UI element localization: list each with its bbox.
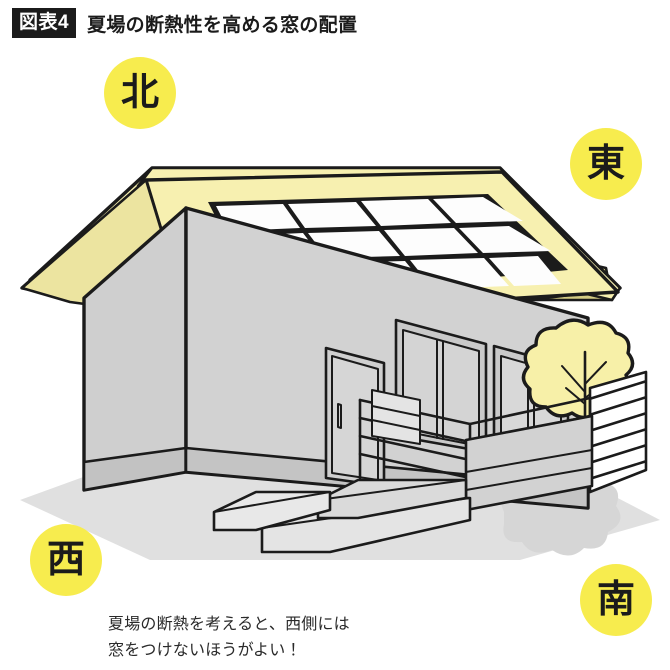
roof bbox=[20, 166, 622, 332]
figure-header: 図表4 夏場の断熱性を高める窓の配置 bbox=[0, 0, 670, 46]
figure-caption: 夏場の断熱を考えると、西側には 窓をつけないほうがよい！ bbox=[108, 612, 538, 665]
west-gable-wall bbox=[82, 206, 188, 492]
compass-south-text: 南 bbox=[596, 579, 635, 621]
ground-shadow bbox=[20, 468, 660, 560]
tree-cast-shadow bbox=[501, 461, 621, 556]
compass-label-north: 北 bbox=[104, 57, 176, 129]
compass-label-west: 西 bbox=[30, 524, 102, 596]
deck-railing bbox=[358, 389, 592, 500]
caption-line-1: 夏場の断熱を考えると、西側には bbox=[108, 616, 350, 633]
compass-label-east: 東 bbox=[570, 128, 642, 200]
deck-platform bbox=[464, 414, 594, 512]
tree bbox=[521, 318, 635, 448]
entry-door bbox=[324, 346, 386, 488]
page-title: 夏場の断熱性を高める窓の配置 bbox=[87, 14, 358, 36]
solar-panel-array bbox=[208, 194, 568, 300]
sliding-window-right bbox=[492, 344, 570, 456]
compass-east-text: 東 bbox=[586, 143, 625, 185]
caption-line-2: 窓をつけないほうがよい！ bbox=[108, 642, 302, 660]
compass-west-text: 西 bbox=[46, 539, 85, 581]
entry-steps bbox=[212, 478, 472, 554]
compass-label-south: 南 bbox=[580, 564, 652, 636]
figure-number-badge: 図表4 bbox=[12, 8, 77, 38]
south-front-wall bbox=[184, 206, 590, 510]
sliding-window-left bbox=[394, 318, 488, 454]
privacy-fence bbox=[588, 370, 648, 494]
compass-north-text: 北 bbox=[120, 72, 159, 114]
